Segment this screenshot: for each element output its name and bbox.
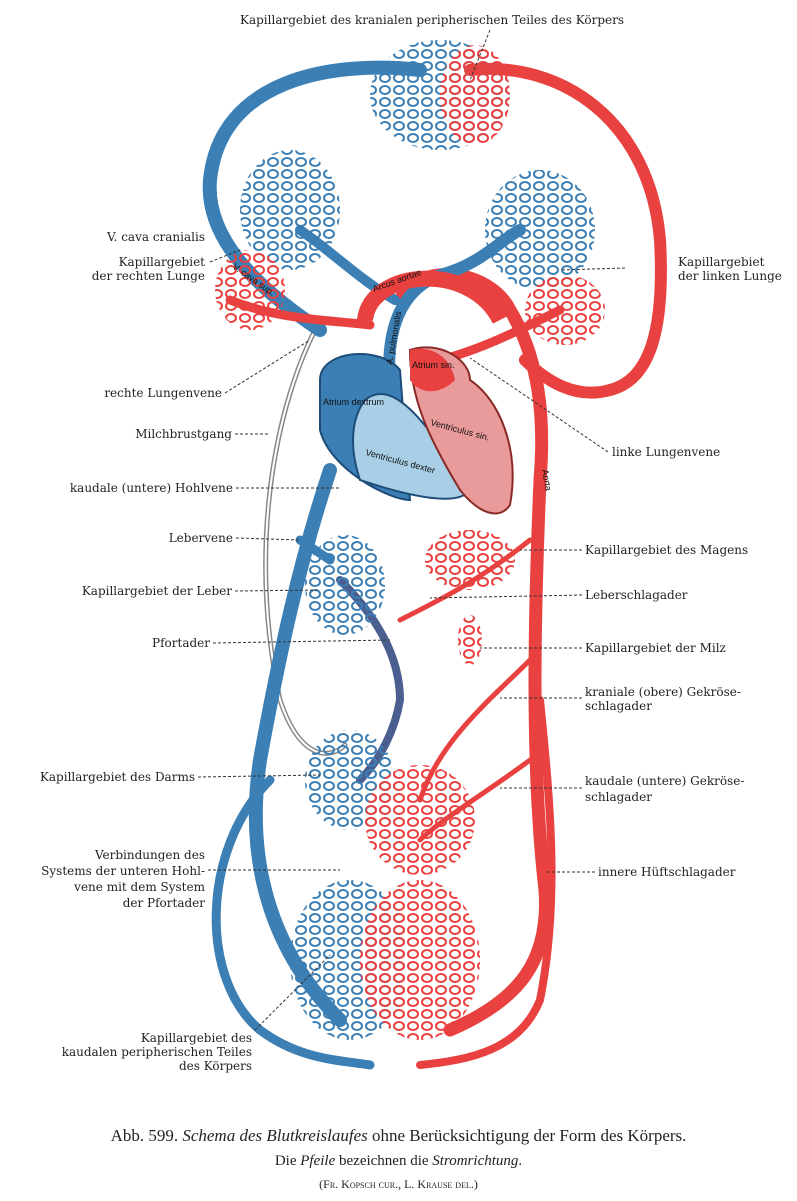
label-atrium-sin: Atrium sin. [412, 360, 455, 370]
label-hepatic-artery: Leberschlagader [585, 588, 688, 602]
label-ivc: kaudale (untere) Hohlvene [69, 481, 233, 495]
label-sma-2: schlagader [585, 699, 652, 713]
caption-title-rest: ohne Berücksichtigung der Form des Körpe… [371, 1126, 687, 1145]
label-intestine: Kapillargebiet des Darms [39, 770, 195, 784]
liver-capillary [305, 535, 385, 635]
aorta-outer-loop [464, 62, 667, 399]
label-sma-1: kraniale (obere) Gekröse- [585, 685, 741, 699]
label-caudal-2: kaudalen peripherischen Teiles [61, 1045, 252, 1059]
label-aorta: Aorta [540, 469, 554, 492]
caption-text: bezeichnen die [339, 1153, 429, 1169]
label-conn-1: Verbindungen des [94, 848, 205, 862]
caption-text: Die [274, 1153, 297, 1169]
figure-number: Abb. 599. [110, 1126, 179, 1145]
label-ima-1: kaudale (untere) Gekröse- [585, 774, 745, 788]
label-left-pulm-vein: linke Lungenvene [612, 445, 721, 459]
label-right-pulm-vein: rechte Lungenvene [104, 386, 222, 400]
label-cranial-capillary: Kapillargebiet des kranialen peripherisc… [240, 13, 625, 27]
label-thoracic-duct: Milchbrustgang [135, 427, 232, 441]
aorta-right-branch [416, 696, 556, 1069]
caption-text: Stromrichtung [432, 1153, 519, 1169]
caption-credit: (Fr. Kopsch cur., L. Krause del.) [319, 1177, 478, 1191]
label-atrium-dextrum: Atrium dextrum [323, 397, 384, 407]
caption-line-1: Abb. 599. Schema des Blutkreislaufes ohn… [0, 1126, 797, 1146]
label-conn-2: Systems der unteren Hohl- [41, 864, 205, 878]
label-hepatic-vein: Lebervene [168, 531, 233, 545]
label-conn-4: der Pfortader [122, 896, 205, 910]
label-caudal-1: Kapillargebiet des [140, 1031, 252, 1045]
label-conn-3: vene mit dem System [74, 880, 205, 894]
label-right-lung-2: der rechten Lunge [91, 269, 205, 283]
label-left-lung-2: der linken Lunge [678, 269, 782, 283]
caption-text: Pfeile [300, 1153, 336, 1169]
label-left-lung-1: Kapillargebiet [678, 255, 765, 269]
stomach-capillary [425, 530, 515, 590]
aorta [393, 268, 553, 1037]
caudal-vena-cava [248, 463, 347, 1027]
label-v-cava-cranialis: V. cava cranialis [107, 230, 205, 244]
caption-line-2: Die Pfeile bezeichnen die Stromrichtung. [0, 1153, 797, 1170]
leader-lines [197, 29, 626, 1031]
right-lung-capillary [240, 150, 340, 270]
caudal-vein-left-branch [211, 775, 375, 1070]
label-ima-2: schlagader [585, 790, 652, 804]
caption-title: Schema des Blutkreislaufes [182, 1126, 368, 1145]
label-spleen: Kapillargebiet der Milz [585, 641, 726, 655]
label-iliac: innere Hüftschlagader [598, 865, 736, 879]
label-liver: Kapillargebiet der Leber [81, 584, 232, 598]
spleen-capillary [458, 615, 482, 665]
label-portal-vein: Pfortader [152, 636, 210, 650]
arcus-aortae [357, 270, 508, 325]
label-stomach: Kapillargebiet des Magens [585, 543, 749, 557]
caption-text: . [518, 1153, 523, 1169]
label-caudal-3: des Körpers [178, 1059, 252, 1073]
label-right-lung-1: Kapillargebiet [118, 255, 205, 269]
heart [319, 270, 514, 515]
left-lung-capillary [485, 170, 595, 290]
